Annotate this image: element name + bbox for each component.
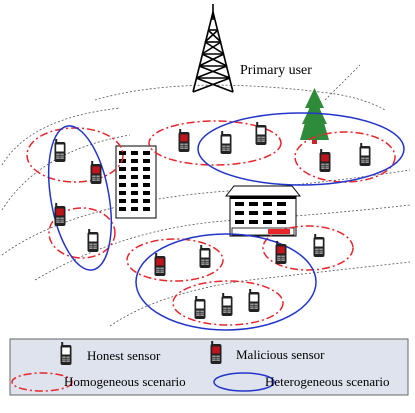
homogeneous-region <box>26 127 124 183</box>
homogeneous-region <box>126 238 224 282</box>
malicious-phone-icon <box>154 252 166 277</box>
heterogeneous-scenario-regions <box>48 112 405 331</box>
honest-phone-icon <box>194 295 206 320</box>
honest-phone-icon <box>220 130 232 155</box>
honest-phone-icon <box>359 142 371 167</box>
primary-user-label: Primary user <box>240 63 312 78</box>
honest-phone-icon <box>313 233 325 258</box>
honest-phone-icon <box>87 228 99 253</box>
legend-heterogeneous-label: Heterogeneous scenario <box>265 374 390 389</box>
malicious-phone-icon <box>275 240 287 265</box>
malicious-phone-icon <box>210 340 222 365</box>
heterogeneous-legend-swatch <box>213 372 275 392</box>
legend-homogeneous-label: Homogeneous scenario <box>64 374 186 389</box>
homogeneous-legend-swatch <box>11 372 73 392</box>
homogeneous-region <box>262 225 354 271</box>
honest-phone-icon <box>199 244 211 269</box>
heterogeneous-region <box>135 233 317 331</box>
legend-honest-label: Honest sensor <box>87 348 161 363</box>
honest-phone-icon <box>255 121 267 146</box>
homogeneous-scenario-regions <box>26 120 396 326</box>
legend: Honest sensor Malicious sensor Homogeneo… <box>9 338 409 396</box>
radio-tower-icon <box>192 4 234 93</box>
terrain-lines <box>1 64 411 327</box>
malicious-phone-icon <box>90 160 102 185</box>
homogeneous-region <box>148 120 282 166</box>
malicious-phone-icon <box>319 148 331 173</box>
honest-phone-icon <box>60 341 72 366</box>
heterogeneous-region <box>48 125 112 271</box>
tree-icon <box>300 88 329 144</box>
heterogeneous-region <box>197 112 405 186</box>
office-building-icon <box>224 185 302 237</box>
homogeneous-region <box>294 131 396 183</box>
honest-phone-icon <box>221 292 233 317</box>
honest-phone-icon <box>248 288 260 313</box>
honest-phone-icon <box>54 138 66 163</box>
homogeneous-region <box>48 207 116 259</box>
homogeneous-region <box>172 280 284 326</box>
apartment-building-icon <box>115 145 157 219</box>
malicious-phone-icon <box>54 202 66 227</box>
sensors <box>54 121 371 320</box>
malicious-phone-icon <box>178 128 190 153</box>
legend-malicious-label: Malicious sensor <box>236 347 325 362</box>
